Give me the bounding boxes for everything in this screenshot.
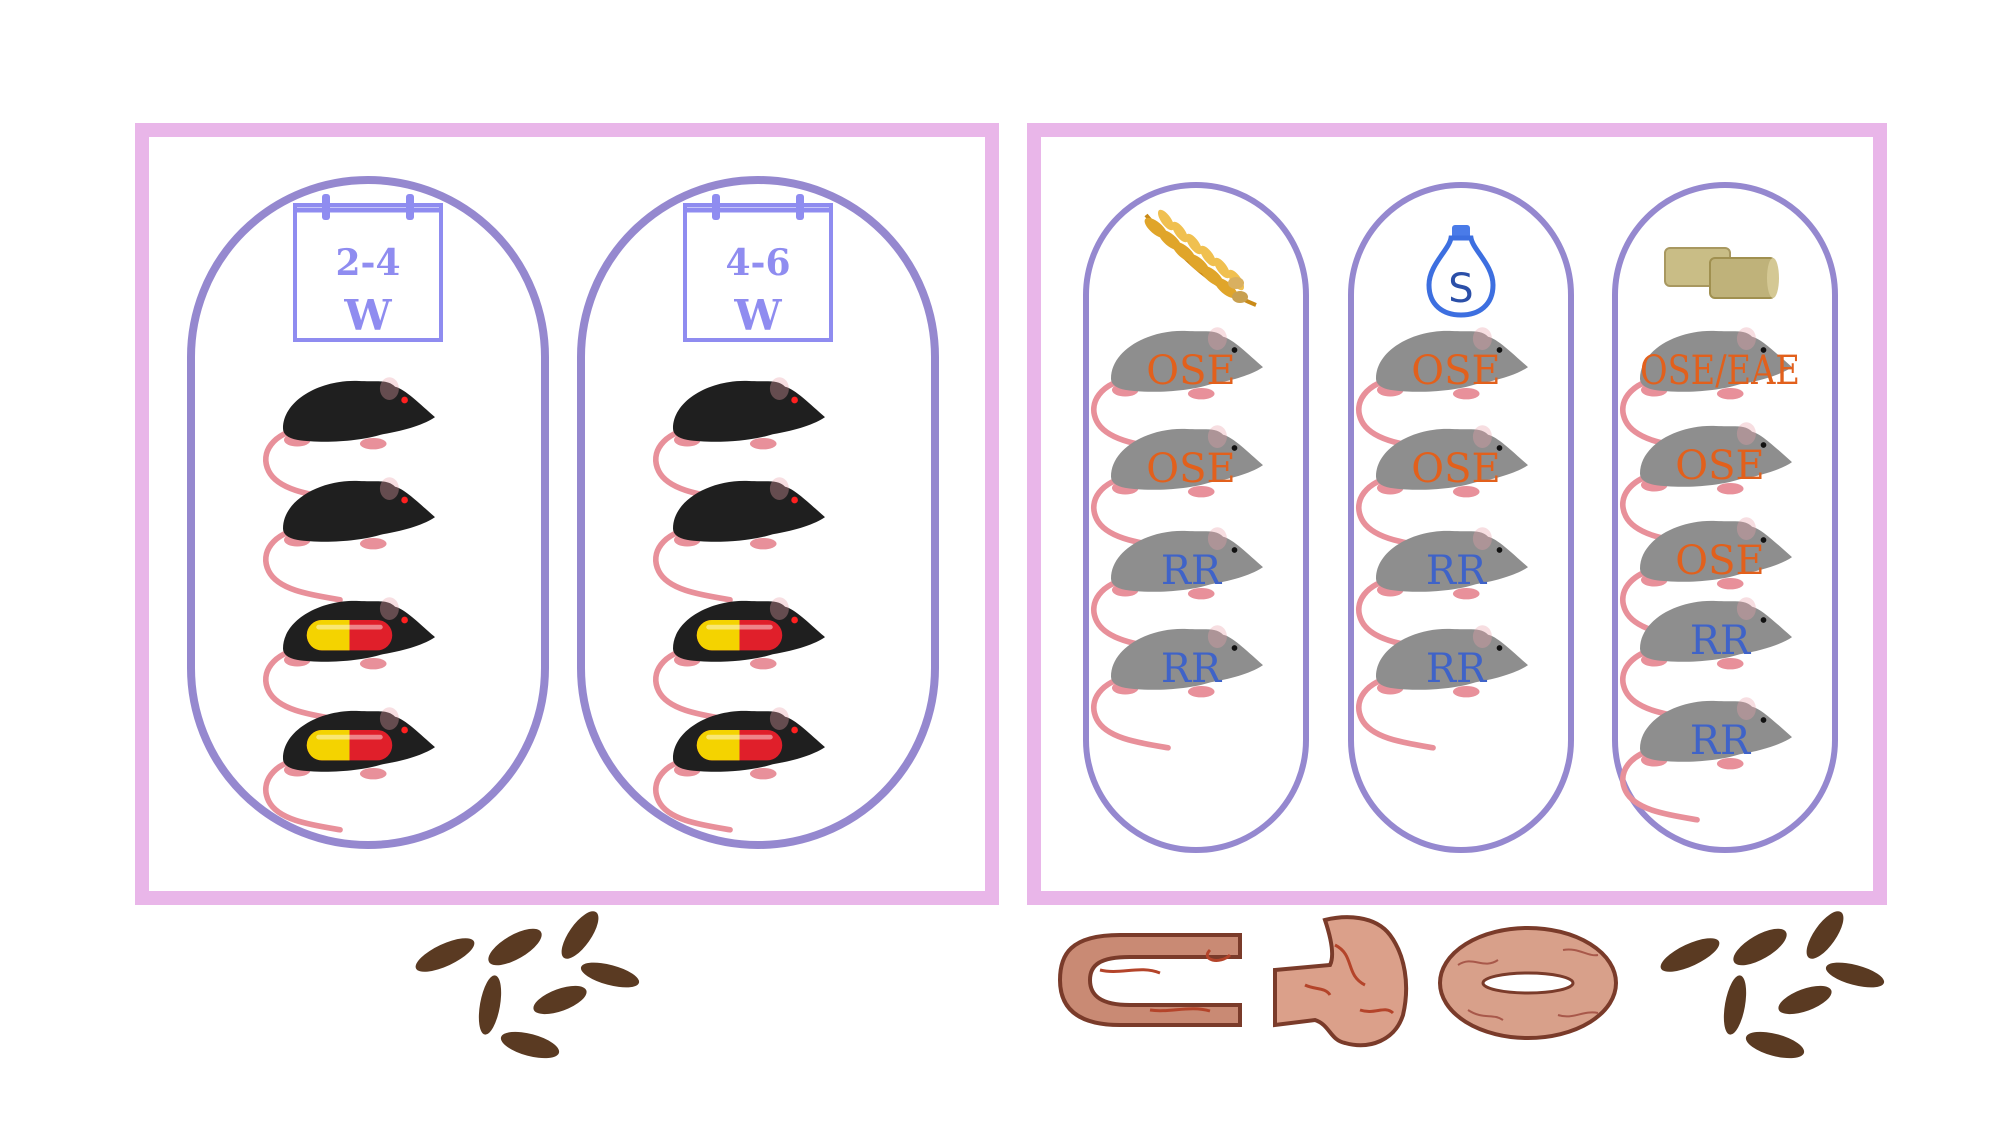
- mouse-eye: [1231, 547, 1238, 553]
- control-mouse: [656, 477, 825, 600]
- duration-unit: W: [733, 291, 782, 340]
- pill-icon: [696, 730, 783, 761]
- salt-label: S: [1448, 266, 1473, 312]
- mouse-label: OSE: [1411, 348, 1500, 394]
- cecum-icon: [1438, 926, 1618, 1040]
- mouse-eye: [1760, 347, 1767, 353]
- mouse-label: RR: [1426, 548, 1488, 594]
- mouse-eye: [1496, 347, 1503, 353]
- pill-icon: [696, 620, 783, 651]
- labeled-mouse: [1623, 517, 1792, 640]
- labeled-mouse: [1094, 327, 1263, 450]
- mouse-label: RR: [1690, 618, 1752, 664]
- duration-label: 2-4: [335, 242, 400, 284]
- labeled-mouse: [1359, 327, 1528, 450]
- mouse-label: RR: [1161, 548, 1223, 594]
- labeled-mouse: [1094, 425, 1263, 548]
- mouse-eye: [1231, 445, 1238, 451]
- control-mouse: [266, 477, 435, 600]
- duration-group: 4-6W: [577, 176, 939, 849]
- group-capsule: [187, 176, 549, 849]
- mouse-eye: [1231, 645, 1238, 651]
- calendar-icon: 4-6W: [683, 194, 833, 342]
- food-pellets-icon: [1664, 247, 1779, 299]
- labeled-mouse: [1094, 527, 1263, 650]
- left-panel: [135, 123, 999, 905]
- mouse-label: RR: [1161, 646, 1223, 692]
- mouse-eye: [1760, 717, 1767, 723]
- duration-group: 2-4W: [187, 176, 549, 849]
- salt-shaker-icon: S: [1426, 225, 1496, 318]
- treated-mouse: [266, 597, 435, 720]
- mouse-eye: [791, 396, 798, 404]
- mouse-label: OSE: [1675, 443, 1764, 489]
- labeled-mouse: [1623, 422, 1792, 545]
- group-capsule: [577, 176, 939, 849]
- mouse-eye: [401, 496, 408, 504]
- treated-mouse: [266, 707, 435, 830]
- right-panel: [1027, 123, 1887, 905]
- diet-group: OSE/EAE OSE OSE RR RR: [1612, 182, 1838, 853]
- mouse-eye: [401, 396, 408, 404]
- labeled-mouse: [1094, 625, 1263, 748]
- mouse-label: OSE: [1146, 446, 1235, 492]
- diet-group: OSE OSE RR RR: [1083, 182, 1309, 853]
- control-mouse: [266, 377, 435, 500]
- labeled-mouse: [1359, 625, 1528, 748]
- mouse-label: OSE/EAE: [1640, 348, 1800, 394]
- feces-icon: [411, 905, 642, 1064]
- mouse-label: RR: [1426, 646, 1488, 692]
- intestine-icon: [1057, 933, 1242, 1027]
- mouse-eye: [1760, 537, 1767, 543]
- mouse-eye: [1760, 617, 1767, 623]
- mouse-eye: [1231, 347, 1238, 353]
- mouse-eye: [401, 726, 408, 734]
- mouse-label: OSE: [1146, 348, 1235, 394]
- mouse-eye: [1760, 442, 1767, 448]
- mouse-eye: [791, 616, 798, 624]
- group-capsule: [1348, 182, 1574, 853]
- calendar-icon: 2-4W: [293, 194, 443, 342]
- treated-mouse: [656, 597, 825, 720]
- feces-icon: [1656, 905, 1887, 1064]
- labeled-mouse: [1359, 527, 1528, 650]
- mouse-eye: [1496, 547, 1503, 553]
- mouse-label: OSE: [1675, 538, 1764, 584]
- labeled-mouse: [1623, 327, 1792, 450]
- mouse-label: RR: [1690, 718, 1752, 764]
- mouse-label: OSE: [1411, 446, 1500, 492]
- mouse-eye: [401, 616, 408, 624]
- labeled-mouse: [1359, 425, 1528, 548]
- control-mouse: [656, 377, 825, 500]
- treated-mouse: [656, 707, 825, 830]
- mouse-eye: [1496, 445, 1503, 451]
- labeled-mouse: [1623, 697, 1792, 820]
- diet-group: S OSE OSE RR RR: [1348, 182, 1574, 853]
- pill-icon: [306, 620, 393, 651]
- duration-unit: W: [343, 291, 392, 340]
- wheat-icon: [1144, 209, 1257, 307]
- labeled-mouse: [1623, 597, 1792, 720]
- group-capsule: [1083, 182, 1309, 853]
- mouse-eye: [791, 726, 798, 734]
- mouse-eye: [791, 496, 798, 504]
- pill-icon: [306, 730, 393, 761]
- duration-label: 4-6: [725, 242, 790, 284]
- stomach-icon: [1273, 915, 1409, 1048]
- mouse-eye: [1496, 645, 1503, 651]
- group-capsule: [1612, 182, 1838, 853]
